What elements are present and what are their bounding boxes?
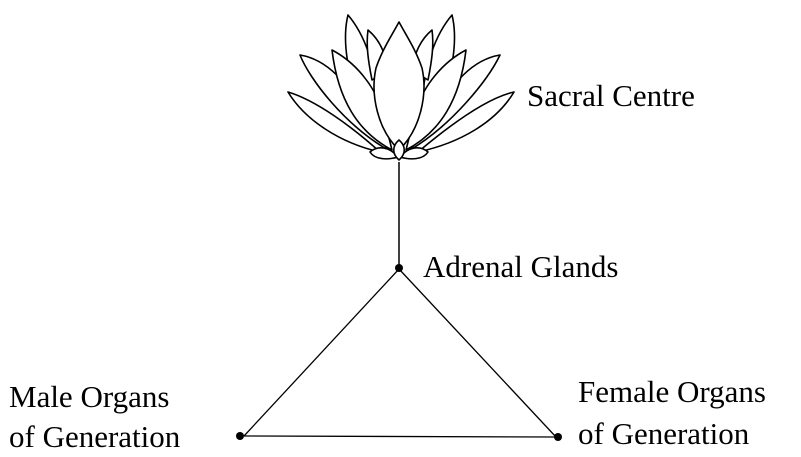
female-organs-label-line1: Female Organs (578, 372, 766, 412)
adrenal-glands-label: Adrenal Glands (423, 247, 618, 287)
male-organs-label-line2: of Generation (9, 417, 180, 457)
male-dot (236, 432, 244, 440)
adrenal-dot (395, 264, 403, 272)
female-dot (554, 433, 562, 441)
lotus-petal-bottom-center (394, 140, 405, 160)
male-organs-label-line1: Male Organs (9, 377, 169, 417)
sacral-centre-label: Sacral Centre (527, 76, 695, 116)
female-organs-label-line2: of Generation (578, 414, 749, 454)
